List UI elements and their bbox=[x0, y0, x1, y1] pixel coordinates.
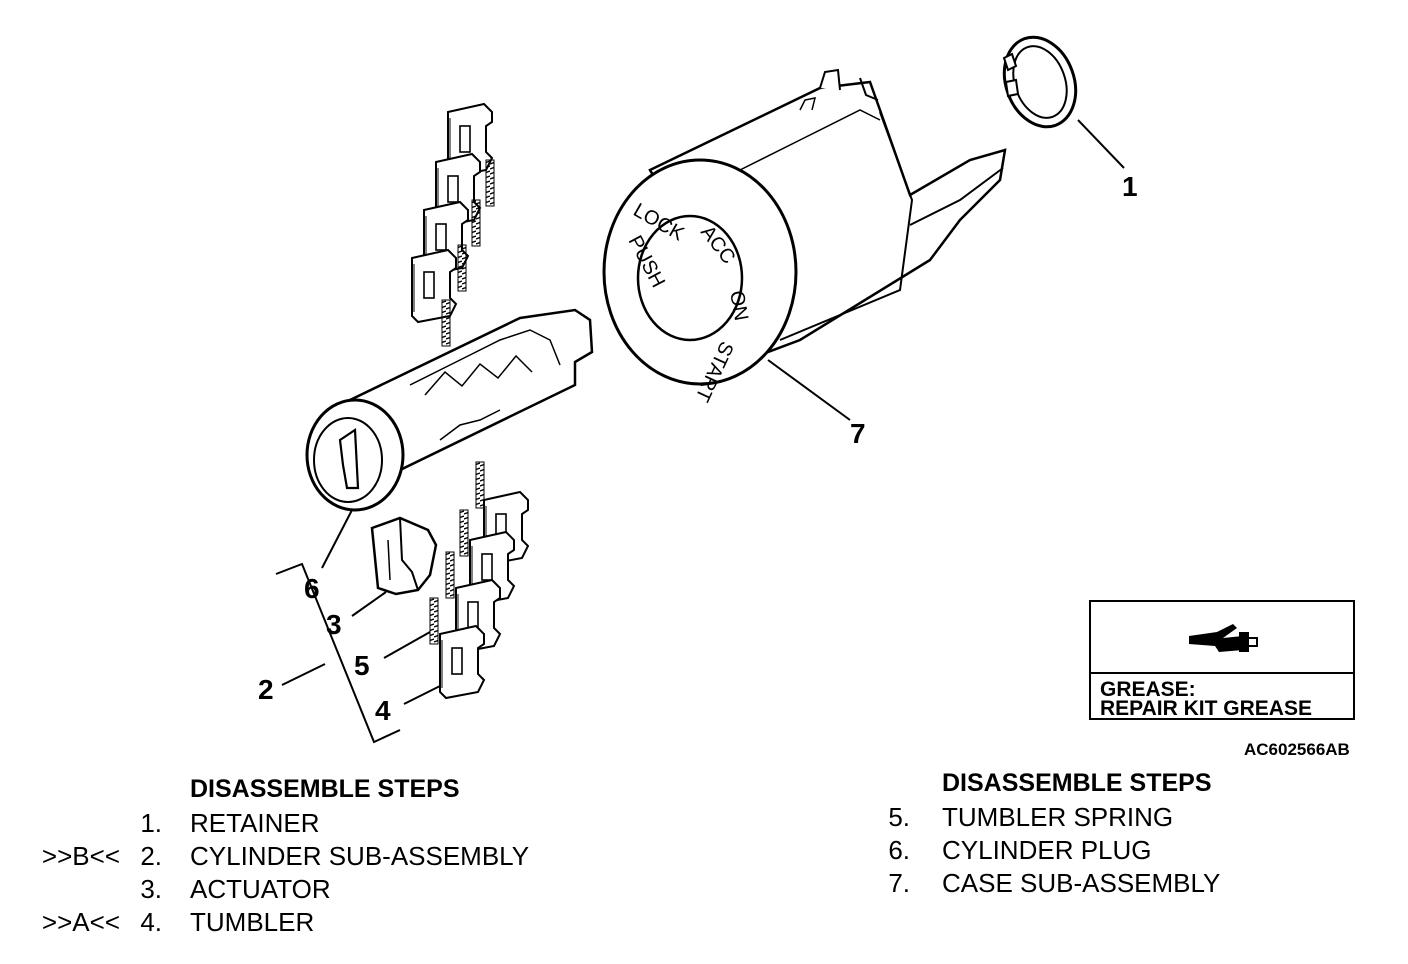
step-number: 4. bbox=[140, 907, 162, 937]
leader-line-7 bbox=[767, 359, 851, 421]
cylinder-plug bbox=[305, 308, 594, 512]
step-number: 5. bbox=[888, 802, 910, 832]
dial-label-on: ON bbox=[725, 289, 752, 322]
lower-tumblers bbox=[429, 461, 529, 699]
right-list-title: DISASSEMBLE STEPS bbox=[942, 769, 1212, 797]
callout-4: 4 bbox=[375, 695, 391, 726]
left-list-title: DISASSEMBLE STEPS bbox=[190, 775, 460, 803]
callout-7: 7 bbox=[850, 418, 866, 449]
step-text: RETAINER bbox=[190, 808, 320, 838]
step-mark: >>B<< bbox=[41, 841, 120, 871]
actuator bbox=[370, 516, 438, 596]
leader-line-6 bbox=[321, 509, 353, 569]
leader-line-3 bbox=[351, 591, 387, 617]
leader-line-4 bbox=[403, 685, 441, 705]
callout-5: 5 bbox=[354, 650, 370, 681]
step-number: 3. bbox=[140, 874, 162, 904]
step-text: CYLINDER SUB-ASSEMBLY bbox=[190, 841, 530, 871]
callout-2: 2 bbox=[258, 674, 274, 705]
step-text: CYLINDER PLUG bbox=[942, 835, 1152, 865]
step-text: TUMBLER bbox=[190, 907, 315, 937]
callout-3: 3 bbox=[326, 609, 342, 640]
bracket-2 bbox=[275, 562, 401, 744]
leader-line-1 bbox=[1077, 119, 1125, 169]
grease-gun-icon bbox=[1189, 624, 1258, 652]
step-number: 1. bbox=[140, 808, 162, 838]
callout-1: 1 bbox=[1122, 171, 1138, 202]
callout-6: 6 bbox=[304, 573, 320, 604]
figure-code: AC602566AB bbox=[1244, 740, 1350, 759]
step-mark: >>A<< bbox=[41, 907, 120, 937]
grease-type: REPAIR KIT GREASE bbox=[1100, 697, 1312, 720]
grease-label: GREASE: bbox=[1100, 678, 1196, 701]
upper-tumblers bbox=[411, 103, 495, 347]
step-number: 2. bbox=[140, 841, 162, 871]
step-text: ACTUATOR bbox=[190, 874, 331, 904]
leader-line-2 bbox=[281, 663, 326, 686]
step-number: 6. bbox=[888, 835, 910, 865]
step-text: CASE SUB-ASSEMBLY bbox=[942, 868, 1221, 898]
step-text: TUMBLER SPRING bbox=[942, 802, 1174, 832]
step-number: 7. bbox=[888, 868, 910, 898]
retainer bbox=[1002, 35, 1078, 129]
grease-legend-text: GREASE: REPAIR KIT GREASE bbox=[1100, 678, 1312, 720]
grease-legend-box: GREASE: REPAIR KIT GREASE bbox=[1089, 600, 1355, 720]
case-sub-assembly: LOCK ACC ON START PUSH bbox=[602, 68, 1007, 405]
leader-line-5 bbox=[383, 631, 431, 659]
legend-divider bbox=[1091, 672, 1353, 674]
